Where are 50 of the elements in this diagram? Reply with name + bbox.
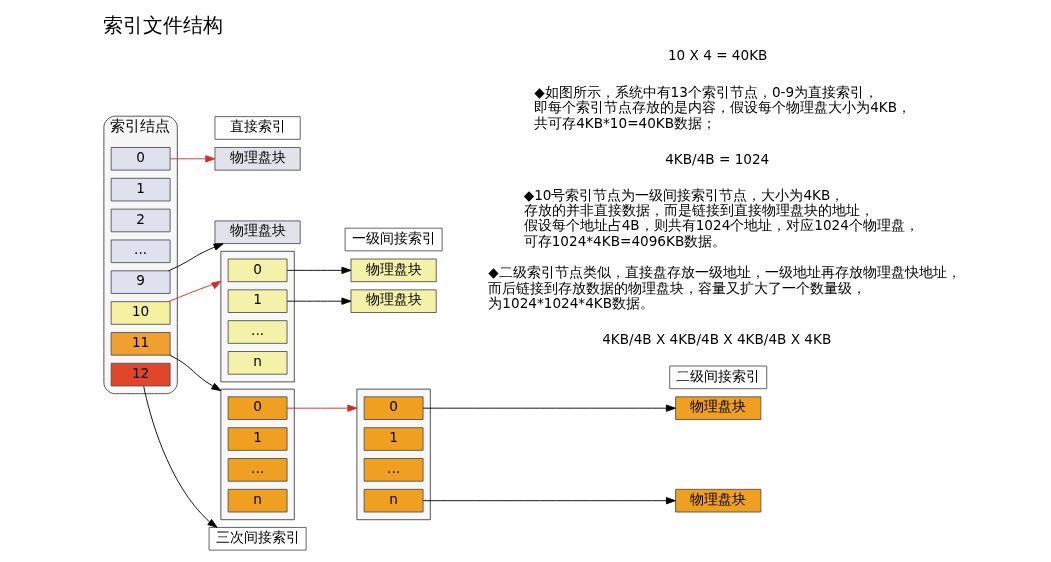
label: 10 X 4 = 40KB [667, 47, 767, 64]
node-box: 物理盘块 [350, 289, 437, 313]
node-box: ... [227, 458, 287, 482]
label: 4KB/4B = 1024 [664, 150, 769, 167]
node-box: 物理盘块 [674, 396, 761, 420]
node-box: 物理盘块 [214, 220, 301, 245]
node-box: 一级间接索引 [344, 227, 443, 252]
node-box: 1 [110, 177, 171, 202]
diagram-title: 索引文件结构 [102, 12, 223, 37]
arrow [286, 297, 351, 305]
arrow [167, 280, 221, 302]
node-box: 12 [110, 362, 171, 387]
node-box: 二级间接索引 [668, 365, 767, 390]
node-box: 直接索引 [214, 116, 301, 140]
node-box: 0 [227, 396, 287, 420]
node-box: ... [227, 320, 287, 344]
node-box: 物理盘块 [214, 147, 301, 171]
node-box: n [227, 351, 287, 375]
node-box: 1 [363, 427, 424, 451]
label: ◆二级索引节点类似，直接盘存放一级地址，一级地址再存放物理盘快地址，而后链接到存放数据的物理盘块，容量又扩大了一个数量级，为1024*1024*4KB数据。 [487, 264, 961, 311]
arrow [167, 243, 224, 272]
node-box: 9 [110, 270, 171, 294]
arrow [142, 385, 217, 528]
node-box: 物理盘块 [674, 488, 761, 513]
node-box: 三次间接索引 [208, 526, 307, 551]
cluster [219, 250, 295, 383]
arrow [286, 266, 351, 274]
node-box: 11 [110, 332, 171, 356]
node-box: 物理盘块 [350, 258, 437, 283]
arrow [169, 354, 221, 392]
label: ◆如图所示，系统中有13个索引节点，0-9为直接索引，即每个索引节点存放的是内容，假设每个物理盘大小为4KB，共可存4KB*10=40KB数据； [533, 83, 911, 131]
cluster [355, 388, 431, 521]
arrow [422, 497, 676, 505]
node-box: 1 [227, 427, 287, 451]
node-box: n [363, 488, 424, 513]
arrow [286, 404, 357, 412]
label: ◆10号索引节点为一级间接索引节点，大小为4KB，存放的并非直接数据，而是链接到直接物理盘块的地址，假设每个地址占4B，则共有1024个地址，对应1024个物理盘，可存1024*4KB=4096KB数据。 [523, 186, 919, 249]
cluster [219, 388, 295, 521]
label: 4KB/4B X 4KB/4B X 4KB/4B X 4KB [601, 331, 831, 348]
node-box: 1 [227, 289, 287, 313]
arrow [169, 155, 215, 163]
node-box: ... [363, 458, 424, 482]
arrow [422, 404, 676, 412]
node-box: 0 [227, 258, 287, 283]
node-box: 2 [110, 208, 171, 233]
node-box: ... [110, 239, 171, 264]
node-box: n [227, 488, 287, 513]
node-box: 0 [363, 396, 424, 420]
node-box: 0 [110, 147, 171, 171]
node-box: 10 [110, 301, 171, 325]
